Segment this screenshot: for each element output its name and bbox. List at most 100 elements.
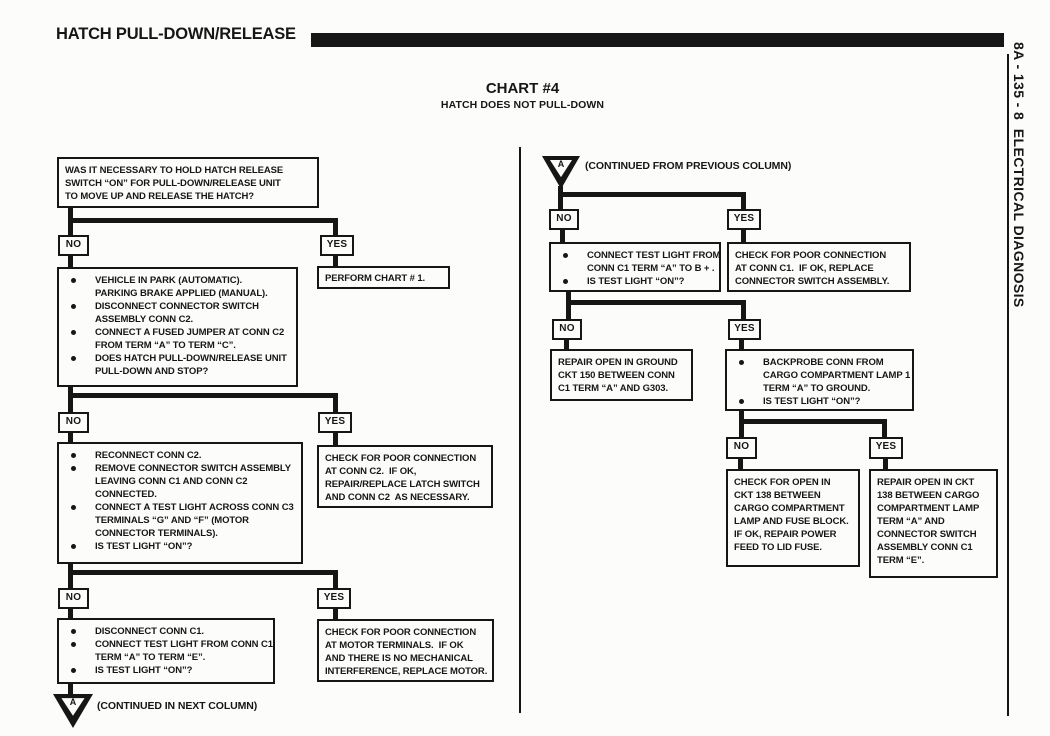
bullet-text: DISCONNECT CONNECTOR SWITCH ASSEMBLY CON… [95, 301, 259, 325]
no-label: NO [726, 437, 757, 459]
bullet-icon [563, 279, 568, 284]
bullet-icon [71, 668, 76, 673]
bullet-text: VEHICLE IN PARK (AUTOMATIC). PARKING BRA… [95, 275, 268, 299]
action-box-repair-ground-ckt150: REPAIR OPEN IN GROUND CKT 150 BETWEEN CO… [550, 349, 693, 401]
bullet-text: DISCONNECT CONN C1. [95, 626, 204, 637]
bullet-text: CONNECT A FUSED JUMPER AT CONN C2 FROM T… [95, 327, 285, 351]
connector-line [566, 291, 571, 304]
bullet-text: CONNECT TEST LIGHT FROM CONN C1 TERM “A”… [95, 639, 273, 663]
connector-line [739, 424, 744, 438]
connector-line [68, 218, 338, 223]
action-box-fused-jumper-test: VEHICLE IN PARK (AUTOMATIC). PARKING BRA… [57, 267, 298, 387]
sidebar-rule [1007, 54, 1009, 716]
no-label: NO [58, 412, 89, 433]
yes-label: YES [320, 235, 354, 256]
bullet-icon [71, 356, 76, 361]
bullet-text: IS TEST LIGHT “ON”? [763, 396, 861, 407]
yes-label: YES [727, 209, 761, 230]
bullet-text: DOES HATCH PULL-DOWN/RELEASE UNIT PULL-D… [95, 353, 287, 377]
connector-line [68, 570, 338, 575]
bullet-text: RECONNECT CONN C2. [95, 450, 202, 461]
connector-line [68, 609, 73, 619]
bullet-icon [71, 330, 76, 335]
column-divider [519, 147, 521, 713]
bullet-text: CONNECT TEST LIGHT FROM CONN C1 TERM “A”… [587, 250, 721, 274]
connector-line [558, 192, 746, 197]
connector-line [333, 223, 338, 236]
sidebar-section-label: 8A - 135 - 8 ELECTRICAL DIAGNOSIS [1011, 42, 1027, 308]
bullet-icon [71, 466, 76, 471]
yes-label: YES [869, 437, 903, 459]
connector-line [68, 564, 73, 573]
action-box-backprobe-lamp: BACKPROBE CONN FROM CARGO COMPARTMENT LA… [725, 349, 914, 411]
connector-line [739, 340, 744, 350]
no-label: NO [58, 588, 89, 609]
connector-line [68, 393, 338, 398]
connector-line [333, 398, 338, 413]
bullet-icon [71, 544, 76, 549]
connector-line [741, 197, 746, 210]
bullet-text: IS TEST LIGHT “ON”? [587, 276, 685, 287]
connector-line [333, 575, 338, 589]
action-box-motor-test-light: RECONNECT CONN C2. REMOVE CONNECTOR SWIT… [57, 442, 303, 564]
connector-line [333, 609, 338, 620]
bullet-icon [71, 642, 76, 647]
action-box-conn-c1-test: DISCONNECT CONN C1. CONNECT TEST LIGHT F… [57, 618, 275, 684]
action-box-check-conn-c2: CHECK FOR POOR CONNECTION AT CONN C2. IF… [317, 445, 493, 508]
connector-line [68, 206, 73, 222]
connector-line [68, 256, 73, 268]
action-box-test-light-b-plus: CONNECT TEST LIGHT FROM CONN C1 TERM “A”… [549, 242, 721, 292]
header-bar [311, 33, 1004, 47]
bullet-text: IS TEST LIGHT “ON”? [95, 665, 193, 676]
bullet-text: IS TEST LIGHT “ON”? [95, 541, 193, 552]
connector-line [566, 300, 746, 305]
connector-line [68, 386, 73, 396]
connector-line [68, 223, 73, 236]
no-label: NO [58, 235, 89, 256]
yes-label: YES [317, 588, 351, 609]
connector-a-triangle-icon: A [53, 694, 93, 728]
connector-letter: A [69, 697, 77, 707]
bullet-text: BACKPROBE CONN FROM CARGO COMPARTMENT LA… [763, 357, 911, 394]
bullet-icon [71, 505, 76, 510]
connector-line [566, 305, 571, 320]
bullet-icon [739, 360, 744, 365]
connector-line [560, 230, 565, 243]
action-box-check-conn-c1: CHECK FOR POOR CONNECTION AT CONN C1. IF… [727, 242, 911, 292]
bullet-icon [71, 629, 76, 634]
bullet-icon [563, 253, 568, 258]
no-label: NO [549, 209, 579, 230]
bullet-icon [71, 278, 76, 283]
continued-next-caption: (CONTINUED IN NEXT COLUMN) [97, 700, 258, 712]
connector-line [333, 256, 338, 267]
connector-line [739, 410, 744, 422]
connector-line [738, 459, 743, 470]
yes-label: YES [318, 412, 352, 433]
yes-label: YES [728, 319, 761, 340]
connector-line [558, 197, 563, 210]
action-box-check-open-ckt138: CHECK FOR OPEN IN CKT 138 BETWEEN CARGO … [726, 469, 860, 567]
continued-prev-caption: (CONTINUED FROM PREVIOUS COLUMN) [585, 160, 792, 172]
bullet-text: REMOVE CONNECTOR SWITCH ASSEMBLY LEAVING… [95, 463, 291, 500]
connector-line [883, 459, 888, 470]
connector-line [68, 575, 73, 589]
action-box-check-motor-terminals: CHECK FOR POOR CONNECTION AT MOTOR TERMI… [317, 619, 494, 682]
connector-letter: A [557, 159, 565, 169]
page-title: HATCH PULL-DOWN/RELEASE [56, 25, 296, 43]
chart-title: CHART #4 [485, 80, 560, 97]
connector-line [741, 230, 746, 243]
connector-line [558, 186, 563, 196]
decision-box-hold-switch: WAS IT NECESSARY TO HOLD HATCH RELEASE S… [57, 157, 319, 208]
connector-line [68, 684, 73, 696]
bullet-icon [71, 304, 76, 309]
connector-line [564, 340, 569, 350]
bullet-icon [71, 453, 76, 458]
connector-line [68, 398, 73, 413]
chart-subtitle: HATCH DOES NOT PULL-DOWN [440, 99, 605, 111]
connector-line [333, 433, 338, 446]
action-box-repair-open-ckt138: REPAIR OPEN IN CKT 138 BETWEEN CARGO COM… [869, 469, 998, 578]
action-box-perform-chart1: PERFORM CHART # 1. [317, 266, 450, 289]
connector-line [739, 419, 887, 424]
connector-line [68, 433, 73, 443]
